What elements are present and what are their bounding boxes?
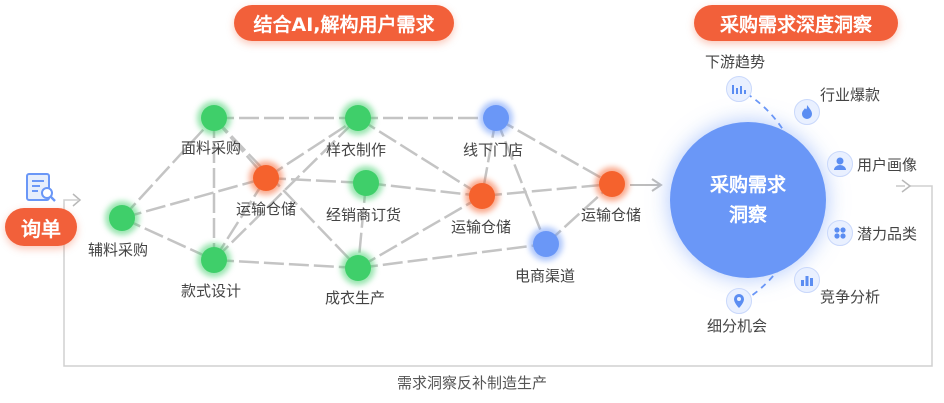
node-yunshu2: [469, 183, 495, 209]
label-jingxiao: 经销商订货: [326, 206, 402, 224]
node-fuliao: [109, 205, 135, 231]
label-dianshang: 电商渠道: [515, 267, 576, 285]
node-xianxia: [483, 105, 509, 131]
feedback-loop: [63, 185, 933, 367]
loop-arrow-left: [72, 193, 82, 207]
insight-xiayou: 下游趋势: [705, 53, 766, 71]
header-ai-demand: 结合AI,解构用户需求: [234, 5, 454, 41]
center-insight-circle: 采购需求 洞察: [670, 122, 826, 278]
insight-xifen: 细分机会: [707, 317, 768, 335]
center-line2: 洞察: [728, 204, 767, 226]
node-mianliao: [201, 105, 227, 131]
start-xundan-badge: 询单: [5, 208, 77, 246]
insight-qianli: 潜力品类: [857, 225, 918, 243]
label-chengyi: 成衣生产: [325, 289, 386, 307]
insight-hangye: 行业爆款: [820, 86, 881, 104]
column-chart-icon: [794, 267, 820, 293]
document-search-icon: [25, 172, 59, 204]
label-yunshu3: 运输仓储: [581, 206, 642, 224]
label-mianliao: 面料采购: [181, 139, 242, 157]
grid-icon: [827, 220, 853, 246]
insight-jingzheng: 竞争分析: [820, 288, 881, 306]
footer-feedback-text: 需求洞察反补制造生产: [396, 374, 547, 392]
center-line1: 采购需求: [709, 174, 786, 196]
label-kuanshi: 款式设计: [181, 282, 242, 300]
label-xianxia: 线下门店: [463, 141, 524, 159]
header-deep-insight: 采购需求深度洞察: [694, 5, 898, 41]
node-yunshu1: [253, 165, 279, 191]
insight-arc: [736, 87, 804, 301]
node-kuanshi: [201, 247, 227, 273]
arrow-to-center: [651, 178, 663, 192]
node-yunshu3: [599, 171, 625, 197]
flow-arrow-right: [901, 179, 912, 193]
label-yangyi: 样衣制作: [326, 141, 387, 159]
node-jingxiao: [353, 170, 379, 196]
node-yangyi: [345, 105, 371, 131]
label-yunshu1: 运输仓储: [236, 200, 297, 218]
label-yunshu2: 运输仓储: [451, 218, 512, 236]
node-chengyi: [345, 255, 371, 281]
flame-icon: [794, 99, 820, 125]
location-pin-icon: [726, 288, 752, 314]
insight-yonghu: 用户画像: [857, 156, 918, 174]
bar-chart-icon: [726, 76, 752, 102]
user-icon: [827, 151, 853, 177]
label-fuliao: 辅料采购: [88, 241, 149, 259]
node-dianshang: [533, 231, 559, 257]
